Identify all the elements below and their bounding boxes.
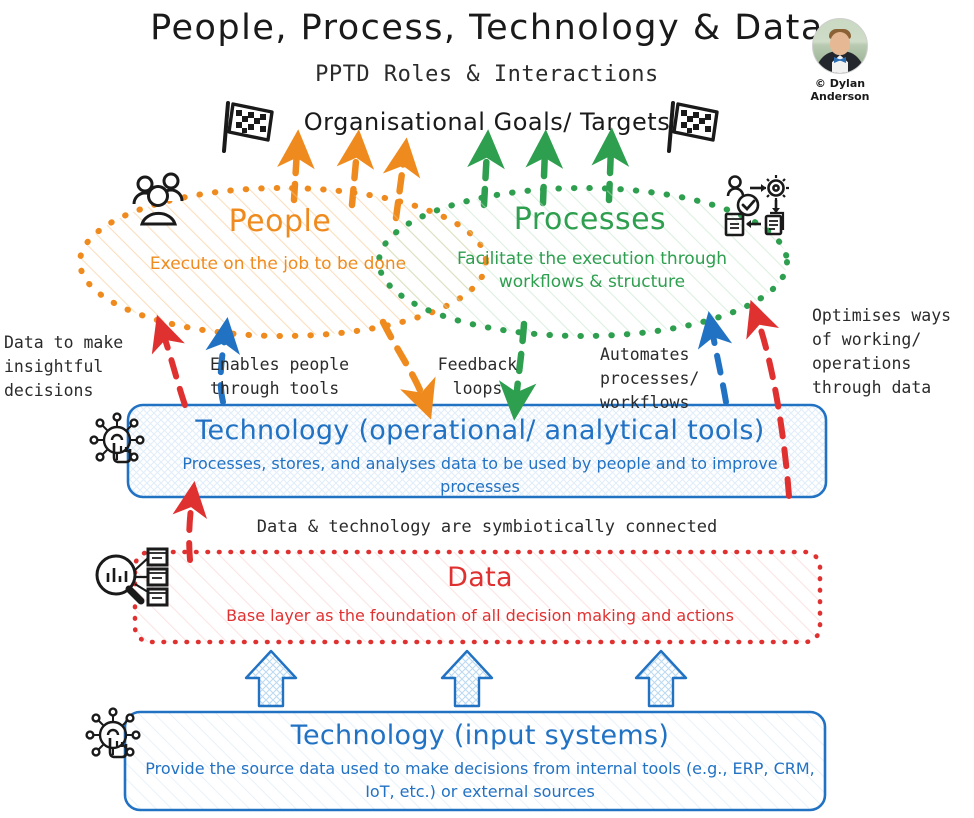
checkered-flag-icon-right	[667, 101, 719, 153]
avatar-face	[830, 32, 850, 55]
credit-line-2: Anderson	[810, 89, 870, 103]
label-feedback-loops: Feedback loops	[437, 355, 518, 398]
data-description: Base layer as the foundation of all deci…	[226, 606, 734, 625]
technology-input-box	[123, 710, 827, 812]
arrow-processes-to-technology	[498, 320, 537, 421]
page-title: People, Process, Technology & Data	[150, 8, 824, 48]
input-arrows	[244, 649, 688, 708]
people-description: Execute on the job to be done	[149, 254, 407, 274]
processes-description: Facilitate the execution through workflo…	[456, 249, 728, 292]
avatar-bowtie	[834, 57, 846, 63]
author-credit: © Dylan Anderson	[795, 18, 885, 103]
workflow-icon	[724, 175, 789, 237]
processes-title: Processes	[513, 202, 667, 237]
touch-tech-icon-operational	[89, 412, 145, 464]
input-arrow-3	[634, 649, 688, 708]
people-group-icon	[132, 172, 184, 226]
arrow-data-to-people	[151, 314, 188, 408]
label-data-to-make-insightful-decisions: Data to make insightful decisions	[4, 333, 124, 400]
arrow-data-to-technology	[172, 480, 208, 563]
arrow-automates-processes	[697, 311, 733, 405]
data-analytics-icon	[95, 547, 169, 607]
technology-operational-title: Technology (operational/ analytical tool…	[195, 415, 765, 446]
copyright-text: © Dylan Anderson	[795, 77, 885, 103]
touch-tech-icon-input	[85, 707, 141, 759]
avatar	[812, 18, 868, 74]
arrow-enables-people	[205, 316, 240, 405]
data-title: Data	[447, 562, 513, 593]
technology-operational-description: Processes, stores, and analyses data to …	[182, 454, 778, 497]
organisational-goals-label: Organisational Goals/ Targets	[303, 108, 671, 136]
label-optimises-ways-of-working: Optimises ways of working/ operations th…	[812, 306, 952, 397]
processes-ellipse	[376, 185, 790, 339]
credit-line-1: © Dylan	[814, 77, 866, 90]
arrow-feedback-loops	[379, 318, 436, 420]
label-enables-people-through-tools: Enables people through tools	[210, 355, 350, 398]
technology-input-description: Provide the source data used to make dec…	[145, 759, 815, 802]
label-automates-processes-workflows: Automates processes/ workflows	[600, 345, 700, 412]
people-title: People	[228, 204, 332, 239]
input-arrow-2	[440, 649, 494, 708]
label-symbiotic-connection: Data & technology are symbiotically conn…	[256, 517, 718, 537]
checkered-flag-icon-left	[222, 101, 274, 153]
technology-input-title: Technology (input systems)	[290, 720, 670, 751]
input-arrow-1	[244, 649, 298, 708]
arrow-optimises-ways	[746, 299, 792, 499]
page-subtitle: PPTD Roles & Interactions	[315, 62, 659, 87]
